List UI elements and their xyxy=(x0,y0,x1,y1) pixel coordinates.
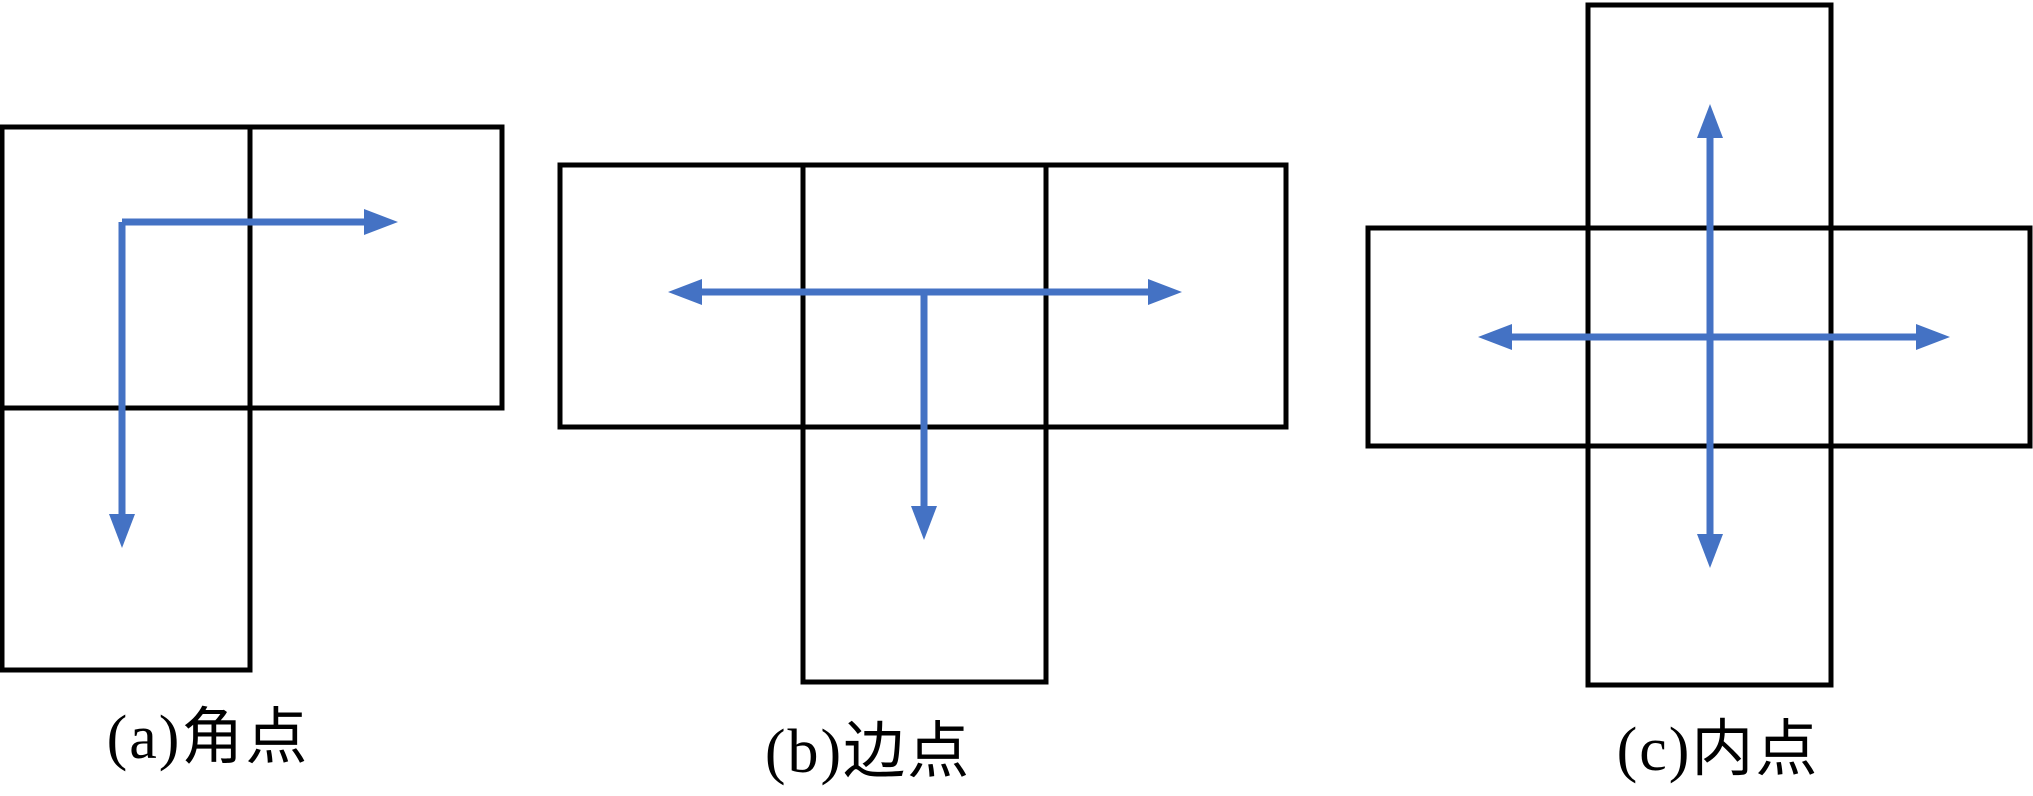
b-cell-right xyxy=(1043,162,1289,430)
a-cell-bottom-left xyxy=(0,405,253,673)
panel-c-caption: (c)内点 xyxy=(1616,716,1820,784)
c-arrow-down-head-icon xyxy=(1697,534,1723,568)
c-arrow-right-head-icon xyxy=(1916,324,1950,350)
panel-b-caption: (b)边点 xyxy=(764,718,972,786)
c-arrow-up-head-icon xyxy=(1697,104,1723,138)
panel-a-corner-point xyxy=(0,124,505,673)
c-cell-vertical-bar xyxy=(1585,2,1834,688)
panel-a-caption: (a)角点 xyxy=(106,704,310,772)
b-arrow-down-head-icon xyxy=(911,506,937,540)
a-arrow-down-head-icon xyxy=(109,514,135,548)
c-arrow-left-head-icon xyxy=(1478,324,1512,350)
panel-c-interior-point xyxy=(1365,2,2033,688)
b-arrow-left-head-icon xyxy=(668,279,702,305)
c-cell-horizontal-bar xyxy=(1365,225,2033,449)
a-arrow-right-head-icon xyxy=(364,209,398,235)
a-cell-top-left xyxy=(0,124,253,411)
b-arrow-right-head-icon xyxy=(1148,279,1182,305)
panel-b-edge-point xyxy=(557,162,1289,685)
a-cell-top-right xyxy=(247,124,505,411)
